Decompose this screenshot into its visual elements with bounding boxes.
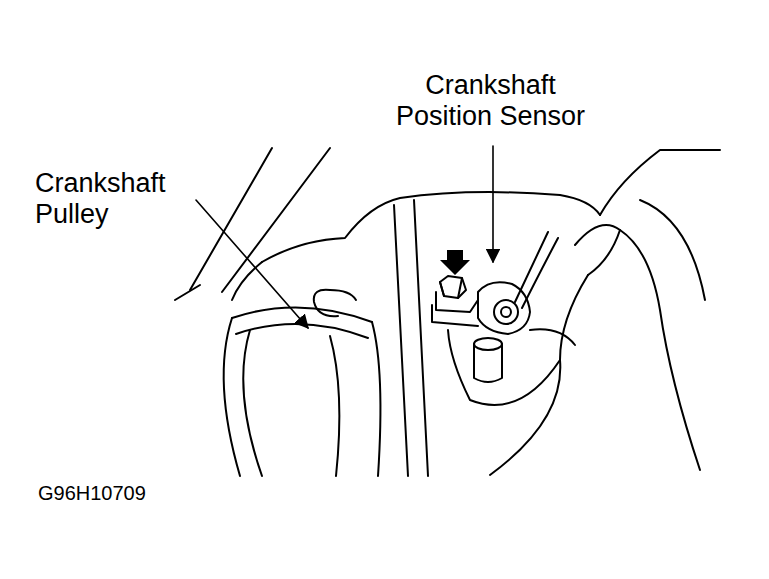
sensor-cable — [522, 238, 558, 308]
bolt — [440, 276, 466, 298]
housing — [530, 329, 575, 345]
frame-line — [222, 148, 330, 292]
pointer-arrow — [440, 250, 470, 275]
pulley — [372, 322, 380, 476]
engine-outline — [262, 192, 600, 262]
hose — [640, 200, 705, 300]
part-label: Crankshaft Pulley — [35, 168, 185, 230]
hose — [575, 225, 620, 275]
belt — [414, 200, 428, 476]
hose — [490, 275, 588, 475]
pulley — [236, 324, 368, 338]
belt — [394, 205, 408, 476]
bracket — [432, 305, 478, 326]
sensor-barrel — [474, 338, 502, 350]
leader-line — [196, 200, 308, 328]
pulley — [224, 318, 240, 476]
sensor-connector — [501, 307, 511, 317]
frame-line — [175, 285, 200, 300]
part-label: Crankshaft Position Sensor — [378, 70, 603, 132]
frame-line — [190, 148, 272, 290]
pulley — [330, 336, 339, 476]
bolt — [440, 278, 462, 298]
engine-outline — [232, 262, 262, 300]
hose — [600, 150, 720, 215]
bracket — [436, 292, 478, 312]
pulley — [232, 307, 372, 322]
figure-code: G96H10709 — [38, 482, 238, 505]
hose — [620, 230, 700, 470]
boss — [330, 290, 356, 300]
leader-line — [492, 146, 494, 262]
housing — [448, 330, 560, 405]
pulley — [243, 330, 262, 476]
sensor-connector — [494, 300, 518, 324]
